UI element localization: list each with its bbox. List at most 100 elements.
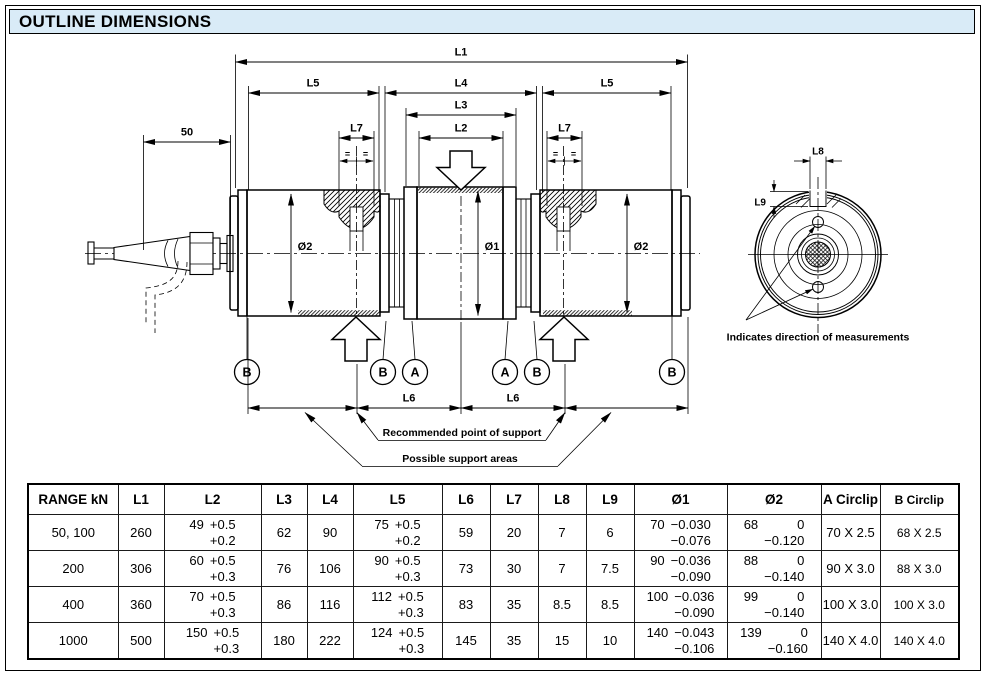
- support-surface-hatch-left: [298, 310, 380, 316]
- table-cell: 400: [27, 586, 119, 623]
- cable-gland-nut: [189, 231, 214, 276]
- table-cell: 140−0.043−0.106: [633, 622, 728, 660]
- table-cell: 7.5: [585, 550, 635, 587]
- dim-label-l2: L2: [455, 123, 468, 135]
- length-dimensions: L1 L5 L4 L5 L3 L2 L7 L7 = = = = 50: [143, 47, 688, 250]
- column-header: L5: [352, 483, 443, 515]
- dim-label-l4: L4: [455, 78, 469, 90]
- table-cell: 86: [260, 586, 308, 623]
- column-header: L3: [260, 483, 308, 515]
- support-surface-hatch-right: [543, 310, 632, 316]
- support-up-arrow-left-icon: [330, 315, 382, 362]
- direction-note: Indicates direction of measurements: [727, 332, 910, 344]
- dim-label-l5-left: L5: [307, 78, 320, 90]
- cable-bend-radius-dashed: [154, 261, 188, 333]
- load-direction-down-arrow-icon: [435, 150, 487, 192]
- dim-label-l7-right: L7: [558, 123, 571, 135]
- table-cell: 90 X 3.0: [820, 550, 881, 587]
- table-cell: 140 X 4.0: [820, 622, 881, 660]
- dim-label-dia2-right: Ø2: [634, 241, 649, 253]
- dim-label-dia1: Ø1: [485, 241, 500, 253]
- balloon-b: B: [667, 366, 676, 380]
- table-cell: 200: [27, 550, 119, 587]
- table-cell: 50, 100: [27, 514, 119, 551]
- table-cell: 73: [441, 550, 491, 587]
- dim-label-l5-right: L5: [601, 78, 614, 90]
- table-cell: 306: [117, 550, 165, 587]
- column-header: B Circlip: [879, 483, 960, 515]
- table-cell: 100 X 3.0: [820, 586, 881, 623]
- column-header: L7: [489, 483, 539, 515]
- table-cell: 59: [441, 514, 491, 551]
- table-cell: 1000: [27, 622, 119, 660]
- balloon-b: B: [242, 366, 251, 380]
- end-view: L8 L9 Indicates direction of measurement…: [727, 147, 910, 344]
- cable-assembly: [87, 231, 234, 333]
- technical-drawing: Ø2 Ø1 Ø2 L1 L5 L4 L5 L3 L2 L7 L7 = = = =: [85, 47, 910, 467]
- equal-spacing-mark: =: [363, 149, 368, 159]
- table-cell: 75+0.5+0.2: [352, 514, 443, 551]
- possible-support-note: Possible support areas: [402, 453, 518, 465]
- equal-spacing-mark: =: [571, 149, 576, 159]
- dim-label-dia2-left: Ø2: [298, 241, 313, 253]
- mounting-pocket-right: [539, 189, 597, 251]
- load-surface-hatch-top: [418, 187, 502, 193]
- table-cell: 6: [585, 514, 635, 551]
- balloon-a: A: [500, 366, 509, 380]
- table-cell: 68 X 2.5: [879, 514, 960, 551]
- dim-label-l6-right: L6: [507, 393, 520, 405]
- cable-bend-radius-dashed: [145, 260, 179, 325]
- column-header: L2: [163, 483, 262, 515]
- table-cell: 140 X 4.0: [879, 622, 960, 660]
- table-cell: 20: [489, 514, 539, 551]
- dim-label-l1: L1: [455, 47, 468, 59]
- title-bar: OUTLINE DIMENSIONS: [9, 9, 975, 34]
- diameter-dimensions: Ø2 Ø1 Ø2: [288, 190, 649, 316]
- dim-label-l9: L9: [754, 198, 766, 209]
- column-header: L4: [306, 483, 354, 515]
- column-header: RANGE kN: [27, 483, 119, 515]
- table-cell: 76: [260, 550, 308, 587]
- table-cell: 116: [306, 586, 354, 623]
- equal-spacing-mark: =: [553, 149, 558, 159]
- dim-label-cable-50: 50: [181, 127, 193, 139]
- column-header: L6: [441, 483, 491, 515]
- table-cell: 8.5: [537, 586, 587, 623]
- dim-label-l7-left: L7: [350, 123, 363, 135]
- table-cell: 83: [441, 586, 491, 623]
- table-cell: 500: [117, 622, 165, 660]
- table-cell: 360: [117, 586, 165, 623]
- table-cell: 150+0.5+0.3: [163, 622, 262, 660]
- table-cell: 106: [306, 550, 354, 587]
- support-up-arrow-right-icon: [538, 315, 590, 362]
- balloon-a: A: [410, 366, 419, 380]
- table-cell: 35: [489, 622, 539, 660]
- table-cell: 70 X 2.5: [820, 514, 881, 551]
- column-header: Ø2: [726, 483, 822, 515]
- support-dimensions: L6 L6 Recommended point of support Possi…: [247, 317, 689, 467]
- table-cell: 30: [489, 550, 539, 587]
- table-cell: 10: [585, 622, 635, 660]
- table-cell: 100 X 3.0: [879, 586, 960, 623]
- equal-spacing-mark: =: [345, 149, 350, 159]
- recommended-support-note: Recommended point of support: [383, 427, 542, 439]
- table-cell: 100−0.036−0.090: [633, 586, 728, 623]
- table-cell: 8.5: [585, 586, 635, 623]
- table-cell: 60+0.5+0.3: [163, 550, 262, 587]
- table-cell: 70+0.5+0.3: [163, 586, 262, 623]
- table-cell: 90−0.036−0.090: [633, 550, 728, 587]
- table-cell: 62: [260, 514, 308, 551]
- dim-label-l6-left: L6: [403, 393, 416, 405]
- table-cell: 90+0.5+0.3: [352, 550, 443, 587]
- table-cell: 124+0.5+0.3: [352, 622, 443, 660]
- table-cell: 145: [441, 622, 491, 660]
- balloon-b: B: [532, 366, 541, 380]
- page-title: OUTLINE DIMENSIONS: [19, 11, 212, 31]
- circlip-balloons: B B A A B B: [233, 317, 686, 386]
